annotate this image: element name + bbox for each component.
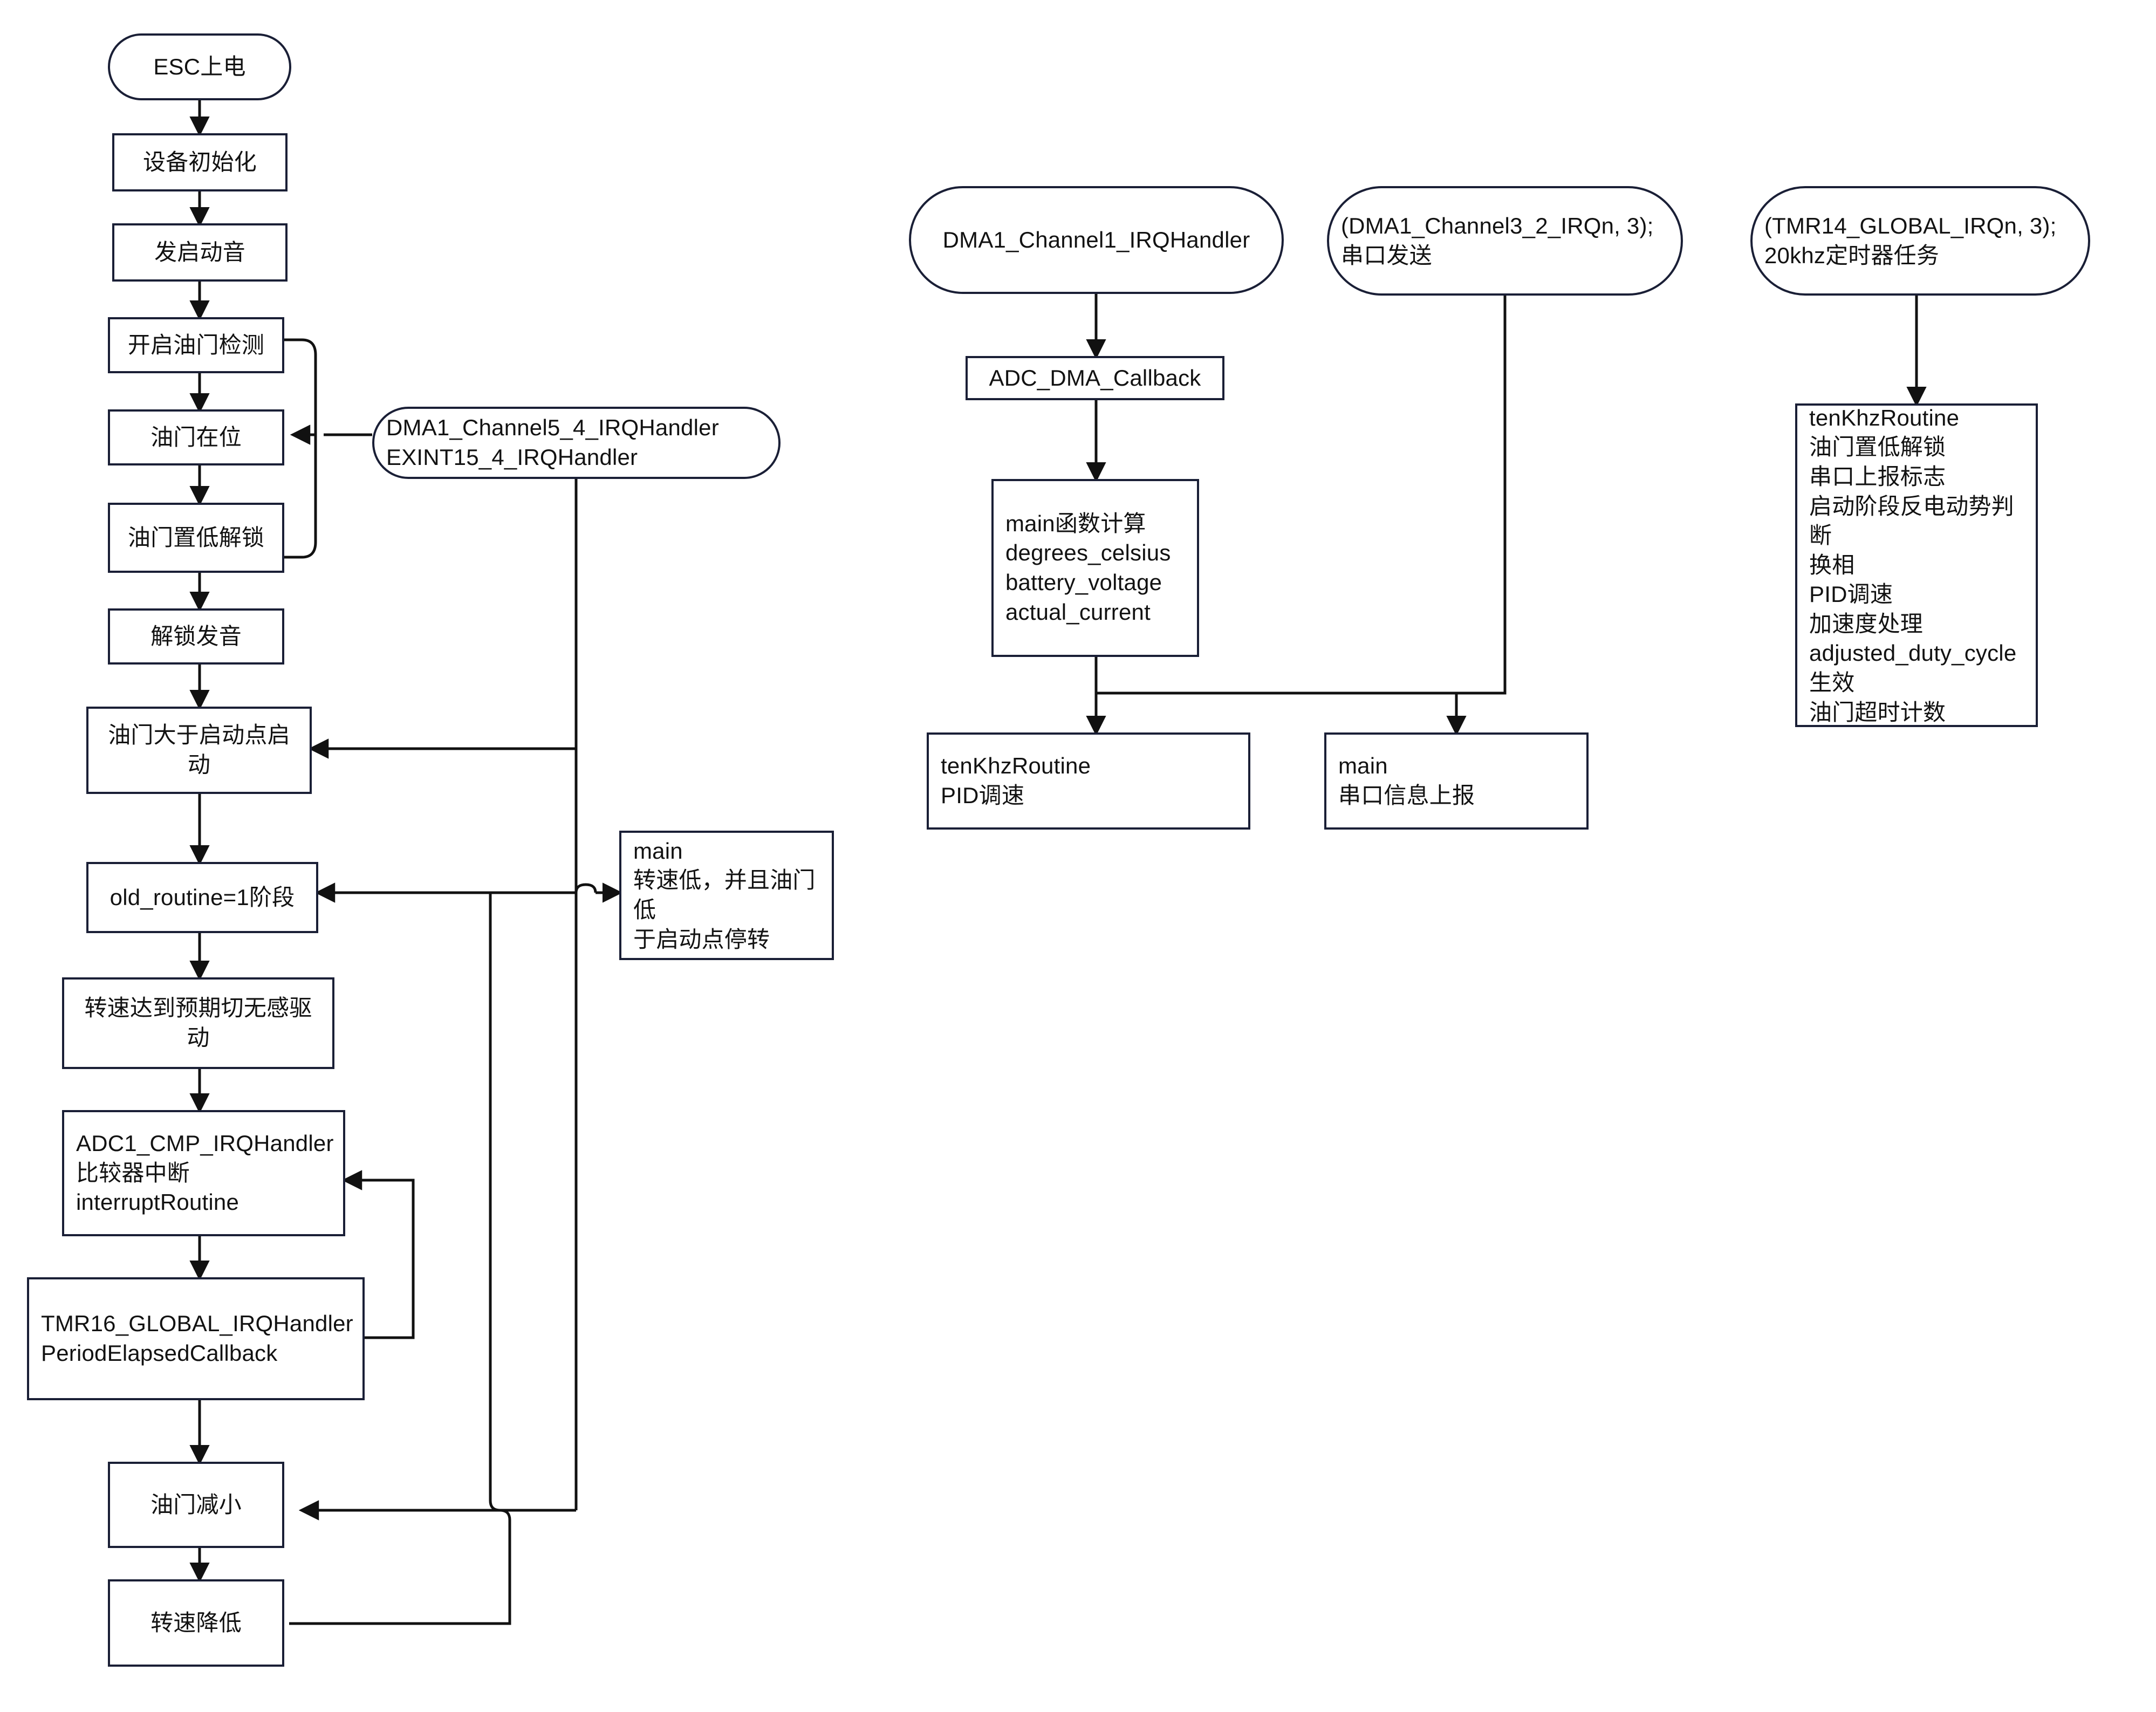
node-dma1-ch3-2-serial-label: (DMA1_Channel3_2_IRQn, 3); 串口发送 — [1341, 213, 1654, 268]
node-speed-decrease-label: 转速降低 — [150, 1610, 242, 1635]
node-device-init-label: 设备初始化 — [142, 149, 257, 175]
node-adc1-cmp-irqhandler-label: ADC1_CMP_IRQHandler 比较器中断 interruptRouti… — [76, 1131, 334, 1215]
node-speed-decrease[interactable]: 转速降低 — [108, 1579, 284, 1667]
node-adc-dma-callback[interactable]: ADC_DMA_Callback — [966, 356, 1224, 400]
edge-detect-loop-down — [284, 338, 317, 559]
node-tenkhz-routine-tasks[interactable]: tenKhzRoutine 油门置低解锁 串口上报标志 启动阶段反电动势判断 换… — [1795, 403, 2038, 727]
node-main-calc-label: main函数计算 degrees_celsius battery_voltage… — [1005, 510, 1171, 625]
node-speed-reach-sensorless-label: 转速达到预期切无感驱动 — [84, 995, 312, 1050]
node-main-low-speed-stop-label: main 转速低，并且油门低 于启动点停转 — [633, 838, 816, 952]
node-startup-tone-label: 发启动音 — [154, 239, 245, 265]
node-dma1-channel1-irqhandler[interactable]: DMA1_Channel1_IRQHandler — [909, 186, 1284, 294]
node-throttle-decrease[interactable]: 油门减小 — [108, 1462, 284, 1548]
node-tenkhz-routine-tasks-label: tenKhzRoutine 油门置低解锁 串口上报标志 启动阶段反电动势判断 换… — [1809, 405, 2017, 725]
edge-hop-1 — [574, 883, 597, 893]
edge-dma54-to-abovestart — [308, 450, 578, 759]
node-throttle-above-start-label: 油门大于启动点启动 — [108, 722, 290, 777]
node-main-serial-report-label: main 串口信息上报 — [1338, 753, 1475, 808]
node-tenkhz-pid-label: tenKhzRoutine PID调速 — [941, 753, 1091, 808]
node-throttle-low-unlock[interactable]: 油门置低解锁 — [108, 503, 284, 573]
node-throttle-above-start[interactable]: 油门大于启动点启动 — [86, 707, 312, 794]
node-tmr16-global-irqhandler-label: TMR16_GLOBAL_IRQHandler PeriodElapsedCal… — [41, 1311, 353, 1366]
node-throttle-in-place-label: 油门在位 — [150, 424, 242, 450]
node-device-init[interactable]: 设备初始化 — [112, 133, 288, 191]
node-tmr16-global-irqhandler[interactable]: TMR16_GLOBAL_IRQHandler PeriodElapsedCal… — [27, 1277, 365, 1400]
node-throttle-low-unlock-label: 油门置低解锁 — [127, 524, 265, 550]
node-throttle-decrease-label: 油门减小 — [150, 1491, 242, 1517]
node-dma1-channel1-irqhandler-label: DMA1_Channel1_IRQHandler — [942, 227, 1250, 252]
node-esc-power-on-label: ESC上电 — [153, 53, 246, 79]
node-startup-tone[interactable]: 发启动音 — [112, 223, 288, 282]
node-adc-dma-callback-label: ADC_DMA_Callback — [989, 365, 1201, 391]
node-dma1-ch3-2-serial[interactable]: (DMA1_Channel3_2_IRQn, 3); 串口发送 — [1327, 186, 1683, 296]
node-tmr14-global-timer-label: (TMR14_GLOBAL_IRQn, 3); 20khz定时器任务 — [1764, 213, 2057, 268]
edge-loop-into-inplace — [290, 378, 317, 445]
node-adc1-cmp-irqhandler[interactable]: ADC1_CMP_IRQHandler 比较器中断 interruptRouti… — [62, 1110, 345, 1236]
node-main-low-speed-stop[interactable]: main 转速低，并且油门低 于启动点停转 — [619, 831, 834, 960]
node-enable-throttle-detect-label: 开启油门检测 — [127, 332, 265, 358]
node-dma1-ch5-4-exint15-4-label: DMA1_Channel5_4_IRQHandler EXINT15_4_IRQ… — [386, 415, 719, 470]
node-tmr14-global-timer[interactable]: (TMR14_GLOBAL_IRQn, 3); 20khz定时器任务 — [1750, 186, 2090, 296]
node-speed-reach-sensorless[interactable]: 转速达到预期切无感驱动 — [62, 977, 334, 1069]
node-enable-throttle-detect[interactable]: 开启油门检测 — [108, 317, 284, 373]
node-old-routine-stage-label: old_routine=1阶段 — [109, 884, 295, 910]
node-unlock-tone-label: 解锁发音 — [150, 623, 242, 649]
node-esc-power-on[interactable]: ESC上电 — [108, 33, 291, 100]
edge-dma32-to-mainserial — [1456, 296, 1507, 695]
node-main-calc[interactable]: main函数计算 degrees_celsius battery_voltage… — [991, 479, 1199, 657]
node-old-routine-stage[interactable]: old_routine=1阶段 — [86, 862, 318, 933]
node-unlock-tone[interactable]: 解锁发音 — [108, 608, 284, 665]
node-main-serial-report[interactable]: main 串口信息上报 — [1324, 732, 1589, 830]
node-throttle-in-place[interactable]: 油门在位 — [108, 409, 284, 465]
node-tenkhz-pid[interactable]: tenKhzRoutine PID调速 — [927, 732, 1250, 830]
node-dma1-ch5-4-exint15-4[interactable]: DMA1_Channel5_4_IRQHandler EXINT15_4_IRQ… — [372, 407, 781, 479]
